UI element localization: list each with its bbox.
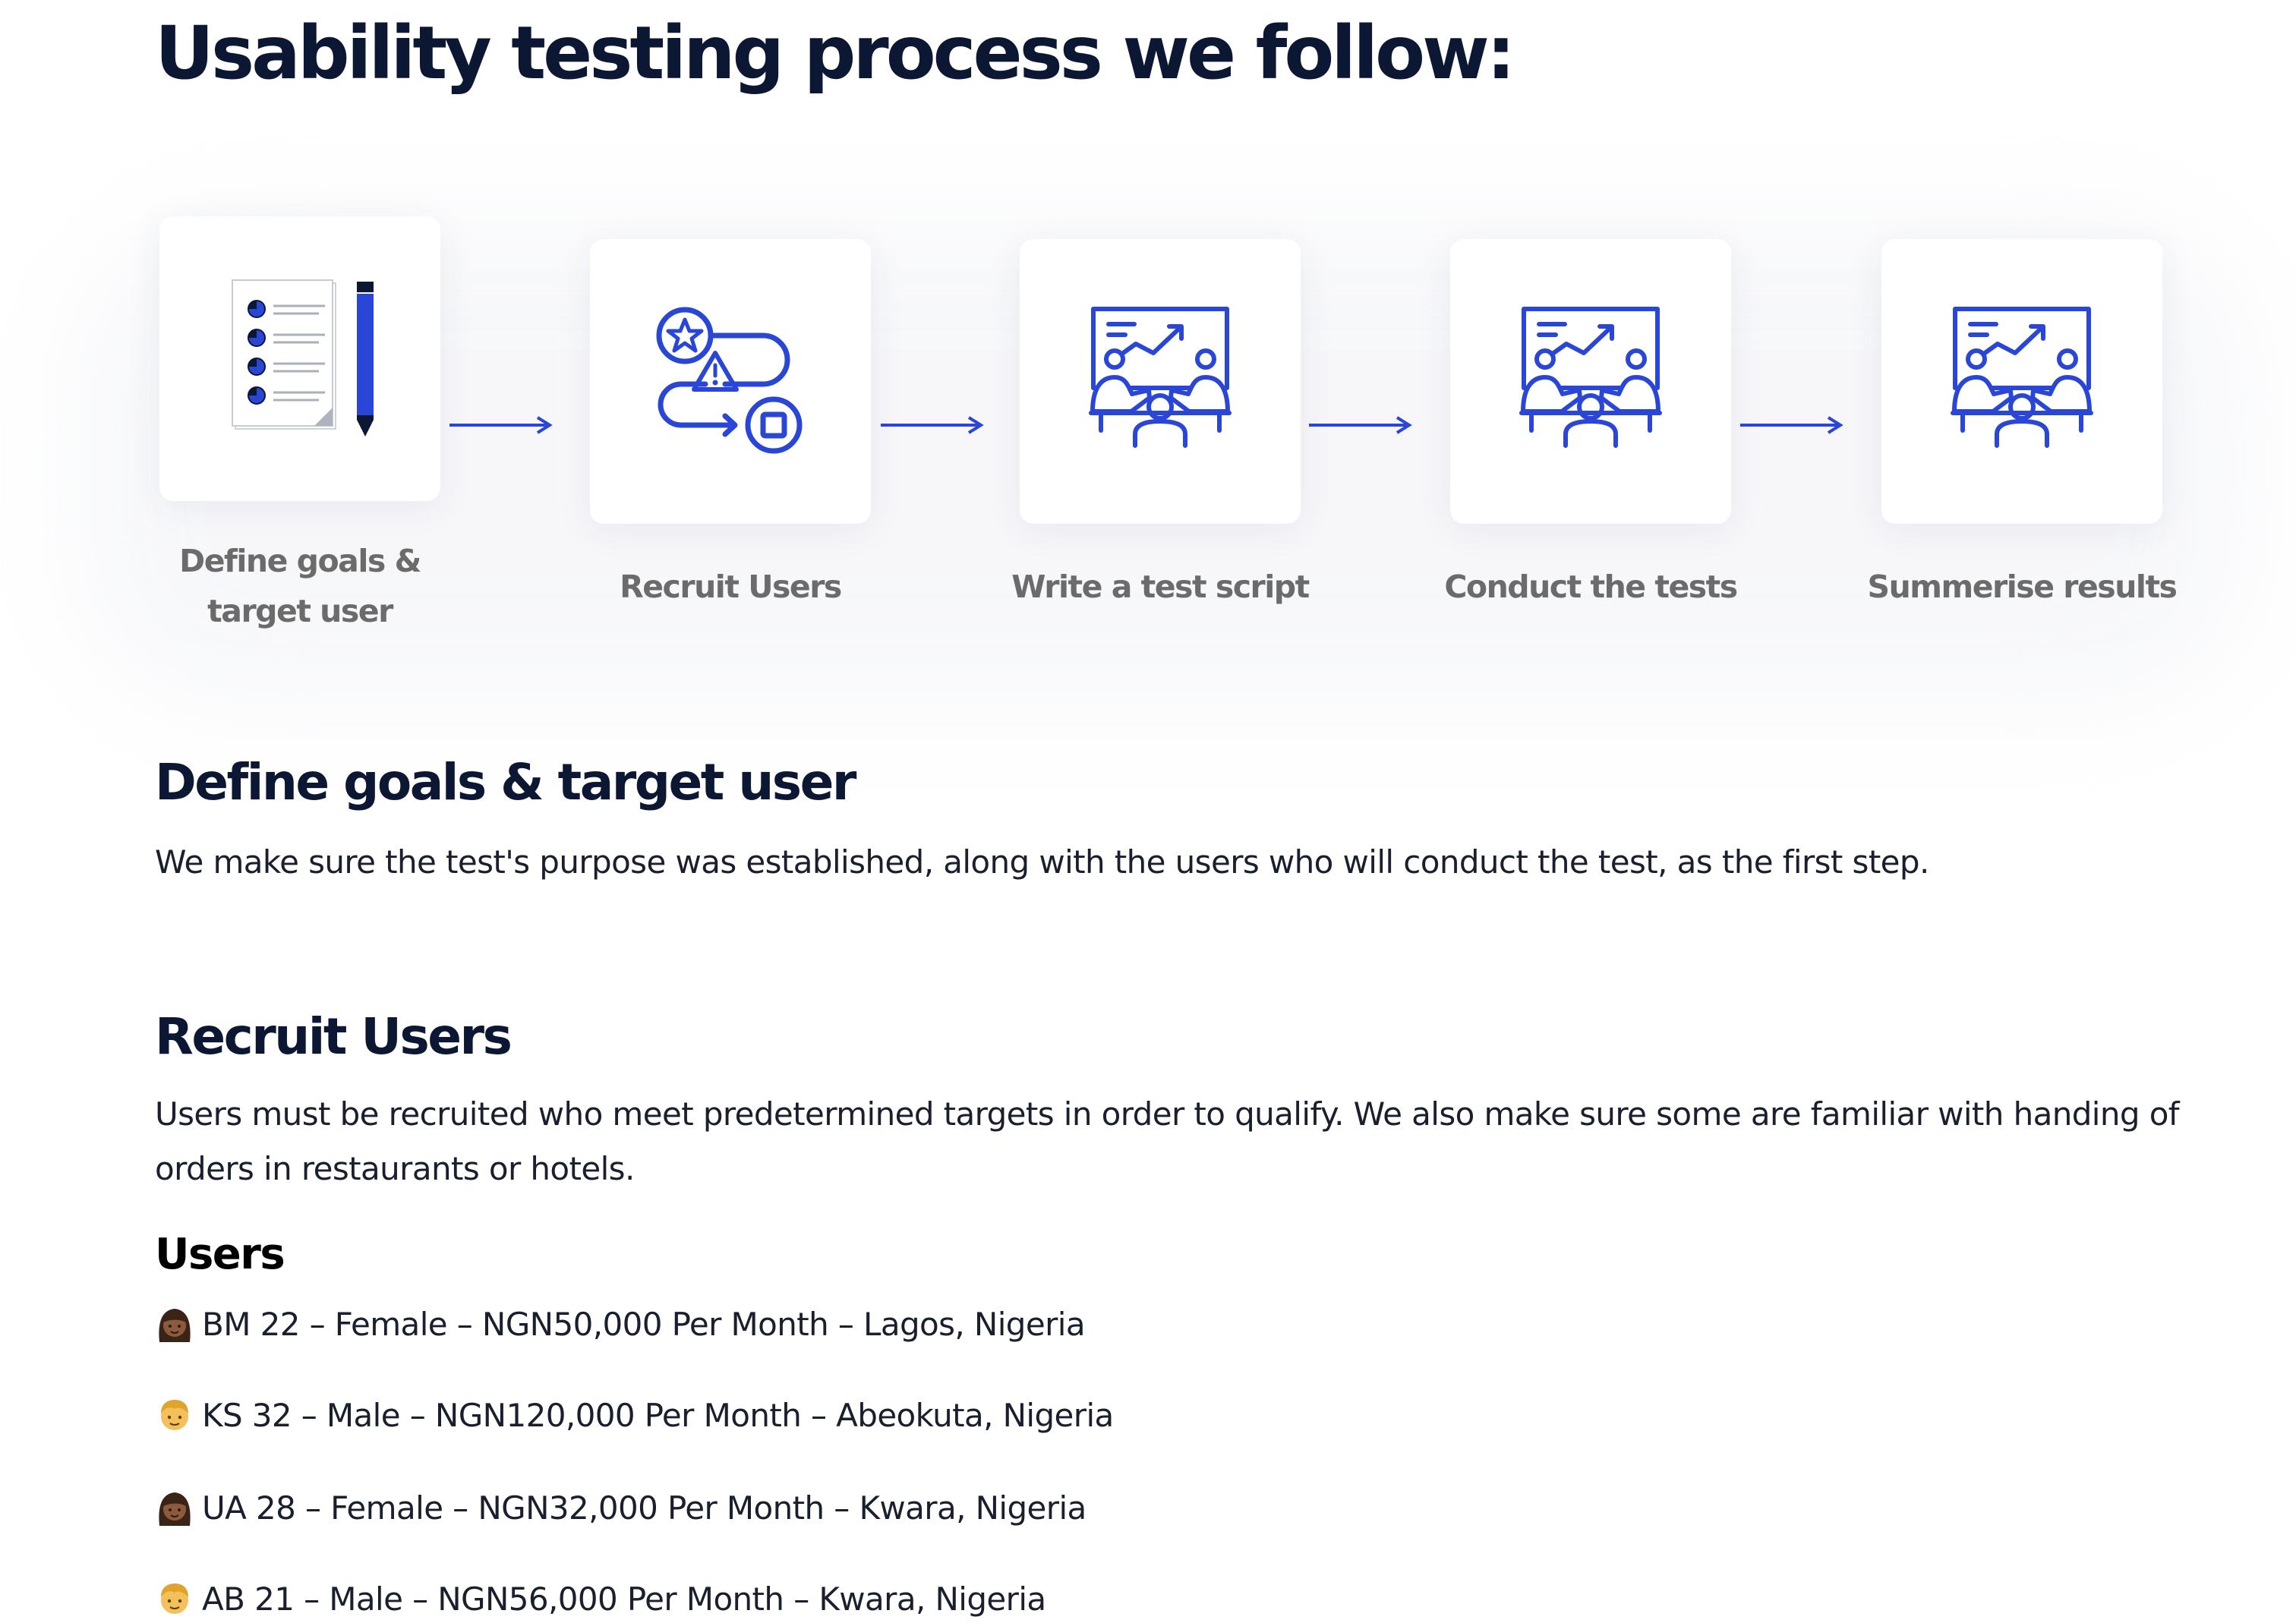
step-card-summarise (1881, 239, 2162, 524)
arrow-right-icon (881, 416, 984, 434)
step-label-write-script: Write a test script (1011, 569, 1310, 605)
arrow-right-icon (1309, 416, 1412, 434)
user-details: UA 28 – Female – NGN32,000 Per Month – K… (202, 1489, 1086, 1527)
step-label-conduct: Conduct the tests (1444, 569, 1738, 605)
woman-emoji (159, 1492, 191, 1526)
section-title-recruit: Recruit Users (155, 1007, 512, 1066)
step-label-recruit: Recruit Users (620, 569, 842, 605)
section-text-recruit: Users must be recruited who meet predete… (155, 1095, 2180, 1187)
list-item: KS 32 – Male – NGN120,000 Per Month – Ab… (155, 1391, 1114, 1439)
man-emoji (161, 1584, 188, 1614)
arrow-right-icon (1740, 416, 1843, 434)
step-card-define (159, 216, 440, 501)
step-card-recruit (590, 239, 871, 524)
user-journey-icon (656, 307, 803, 454)
user-details: KS 32 – Male – NGN120,000 Per Month – Ab… (202, 1396, 1114, 1434)
section-title-define: Define goals & target user (155, 753, 856, 812)
arrow-right-icon (449, 416, 553, 434)
woman-emoji (159, 1309, 191, 1342)
step-label-summarise: Summerise results (1867, 569, 2178, 605)
list-item: UA 28 – Female – NGN32,000 Per Month – K… (155, 1483, 1086, 1532)
presentation-meeting-icon (1951, 307, 2093, 448)
section-text-define: We make sure the test's purpose was esta… (155, 843, 1929, 881)
presentation-meeting-icon (1519, 307, 1662, 448)
list-item: AB 21 – Male – NGN56,000 Per Month – Kwa… (155, 1574, 1046, 1623)
users-heading: Users (155, 1230, 285, 1279)
presentation-meeting-icon (1089, 307, 1232, 448)
checklist-pencil-icon (232, 279, 374, 436)
step-card-conduct (1450, 239, 1731, 524)
man-emoji (161, 1400, 188, 1430)
user-details: BM 22 – Female – NGN50,000 Per Month – L… (202, 1305, 1086, 1343)
list-item: BM 22 – Female – NGN50,000 Per Month – L… (155, 1300, 1086, 1348)
step-label-define: Define goals & target user (179, 543, 421, 629)
page-title: Usability testing process we follow: (155, 11, 1515, 96)
user-details: AB 21 – Male – NGN56,000 Per Month – Kwa… (202, 1580, 1046, 1618)
step-card-write-script (1020, 239, 1301, 524)
